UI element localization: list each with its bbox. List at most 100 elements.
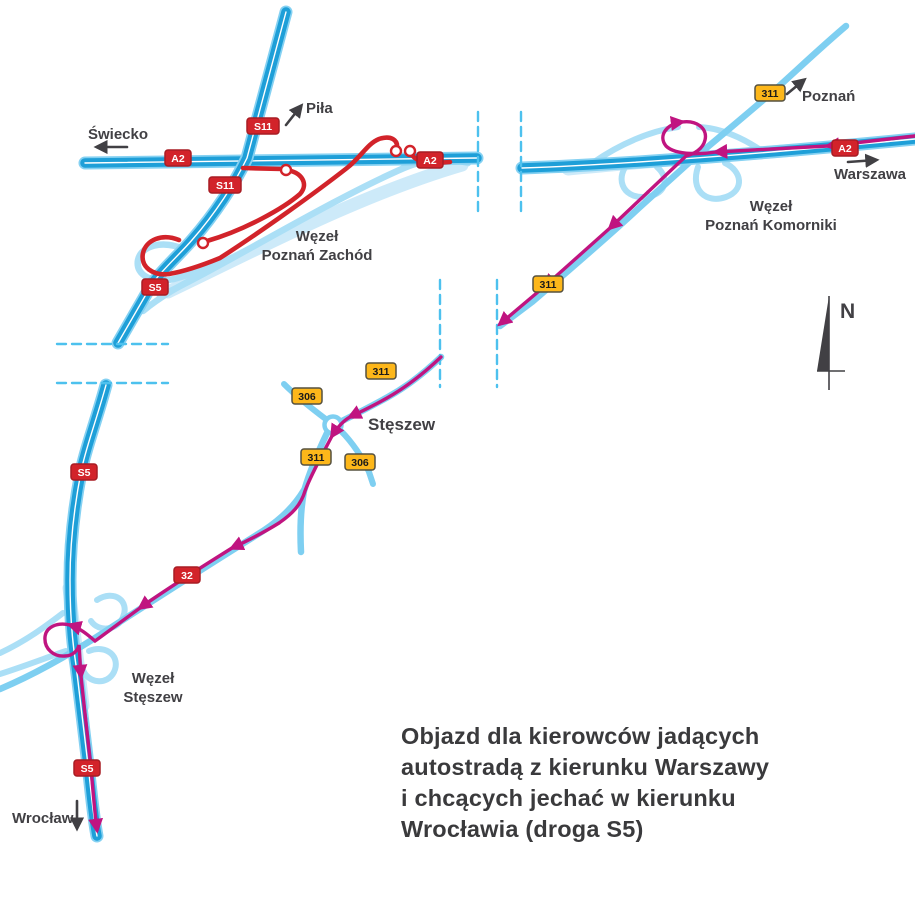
compass-n-label: N — [840, 300, 855, 323]
road-a2-west — [78, 151, 484, 170]
shield-311-poznan-bg — [754, 84, 786, 102]
ramp-st-west-upper — [0, 610, 66, 656]
detour-311-seg4 — [346, 355, 443, 419]
shield-s11-north: S11 — [246, 117, 280, 135]
label-wroclaw: Wrocław — [12, 810, 74, 827]
shield-s5-top: S5 — [141, 278, 169, 296]
red-node-4 — [403, 144, 417, 158]
shield-s11-north-bg — [246, 117, 280, 135]
shield-a2-west-label: A2 — [171, 153, 185, 165]
arrow-pila — [284, 103, 304, 127]
ramp-pz-connector — [139, 269, 209, 315]
shield-306-northwest-bg — [291, 387, 323, 405]
shield-s11-south: S11 — [208, 176, 242, 194]
road-a2-east — [515, 132, 915, 175]
shield-311-mid-label: 311 — [540, 279, 557, 291]
detour-komorniki-loop-a — [661, 115, 718, 156]
shield-a2-mid-bg — [416, 151, 444, 169]
ramp-pz-loop — [134, 241, 236, 284]
label-wezel-komorniki-1: Węzeł — [750, 198, 793, 215]
shield-32-bg — [173, 566, 201, 584]
shield-a2-east: A2 — [831, 139, 859, 157]
shield-s11-south-label: S11 — [216, 180, 234, 192]
shield-a2-mid-label: A2 — [423, 155, 437, 167]
ramps-wezel-steszew — [0, 592, 128, 685]
shield-311-mid: 311 — [532, 275, 564, 293]
shield-a2-mid: A2 — [416, 151, 444, 169]
label-wezel-steszew-2: Stęszew — [123, 689, 183, 706]
detour-roundabout-pass — [330, 415, 352, 440]
road-a2-east-centerline — [521, 138, 915, 169]
road-311-north — [496, 22, 850, 330]
shield-s5-bottom: S5 — [73, 759, 101, 777]
label-poznan: Poznań — [802, 88, 855, 105]
shield-s5-mid-label: S5 — [78, 467, 91, 479]
shield-311-poznan: 311 — [754, 84, 786, 102]
detour-a2-seg2 — [712, 143, 830, 159]
shield-311-south-label: 311 — [308, 452, 325, 464]
ramp-km-loop-right — [693, 160, 742, 202]
arrow-warszawa — [846, 153, 880, 168]
road-32 — [0, 486, 308, 693]
shield-311-poznan-label: 311 — [762, 88, 779, 100]
shield-a2-west-bg — [164, 149, 192, 167]
shield-32: 32 — [173, 566, 201, 584]
red-node-3 — [389, 144, 403, 158]
red-node-2 — [196, 236, 210, 250]
red-node-1 — [279, 163, 293, 177]
caption-line-4: Wrocławia (droga S5) — [401, 816, 644, 842]
north-compass: N — [817, 296, 855, 390]
label-pila: Piła — [306, 100, 333, 117]
label-wezel-komorniki-2: Poznań Komorniki — [705, 217, 837, 234]
red-teardrop — [204, 167, 307, 244]
closed-route-red — [140, 135, 453, 277]
road-a2-west-centerline — [84, 157, 478, 164]
red-main-loop — [140, 135, 400, 277]
shield-306-southeast-label: 306 — [351, 457, 369, 469]
road-306-southeast — [338, 428, 376, 487]
caption: Objazd dla kierowców jadących autostradą… — [401, 721, 881, 845]
ramp-st-west-lower — [0, 648, 69, 677]
shield-s5-bottom-label: S5 — [81, 763, 94, 775]
shield-311-lower-label: 311 — [373, 366, 390, 378]
label-wezel-steszew-1: Węzeł — [132, 670, 175, 687]
ramp-st-loop-lower — [80, 646, 119, 685]
shield-311-south-bg — [300, 448, 332, 466]
shield-s5-bottom-bg — [73, 759, 101, 777]
label-warszawa: Warszawa — [834, 166, 907, 183]
arrow-poznan — [785, 77, 807, 96]
map-cut-lines — [55, 110, 523, 389]
compass-needle — [817, 296, 829, 371]
shield-311-lower-bg — [365, 362, 397, 380]
junction-labels: Węzeł Poznań Zachód Węzeł Poznań Komorni… — [123, 198, 836, 706]
shield-306-southeast: 306 — [344, 453, 376, 471]
detour-311-seg1 — [607, 190, 650, 231]
shield-a2-east-label: A2 — [838, 143, 852, 155]
red-along-a2 — [240, 165, 285, 172]
shield-s5-top-bg — [141, 278, 169, 296]
caption-line-1: Objazd dla kierowców jadących — [401, 723, 760, 749]
shield-a2-west: A2 — [164, 149, 192, 167]
detour-32-seg1 — [228, 521, 281, 551]
label-swiecko: Świecko — [88, 125, 148, 143]
shield-311-lower: 311 — [365, 362, 397, 380]
detour-komorniki-loop-b — [646, 120, 708, 194]
caption-line-2: autostradą z kierunku Warszawy — [401, 754, 770, 780]
label-wezel-poznan-zachod-1: Węzeł — [296, 228, 339, 245]
shields: A2 A2 A2 S11 S11 S5 S5 S5 — [70, 84, 859, 777]
shield-311-south: 311 — [300, 448, 332, 466]
caption-line-3: i chcących jechać w kierunku — [401, 785, 736, 811]
detour-steszew-loop-a — [66, 606, 142, 644]
shield-306-northwest: 306 — [291, 387, 323, 405]
shield-311-mid-bg — [532, 275, 564, 293]
shield-a2-east-bg — [831, 139, 859, 157]
label-steszew-town: Stęszew — [368, 415, 436, 434]
shield-s11-north-label: S11 — [254, 121, 272, 133]
shield-306-southeast-bg — [344, 453, 376, 471]
shield-306-northwest-label: 306 — [298, 391, 316, 403]
city-labels: Świecko Piła Poznań Warszawa Wrocław — [12, 77, 907, 832]
shield-s5-mid-bg — [70, 463, 98, 481]
shield-s5-mid: S5 — [70, 463, 98, 481]
